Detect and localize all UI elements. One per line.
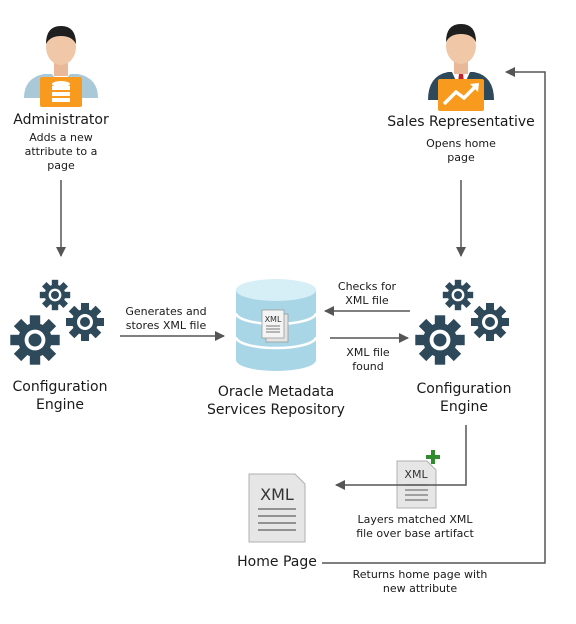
repository-line2: Services Repository	[207, 402, 345, 418]
new-xml-doc-label: XML	[404, 468, 428, 481]
config-engine-left-line1: Configuration	[12, 379, 108, 395]
gear-icon	[415, 279, 509, 365]
sales-rep-title: Sales Representative	[387, 114, 535, 130]
layers-label-line1: Layers matched XML	[357, 513, 473, 526]
database-icon: XML	[234, 279, 318, 371]
administrator-action-line3: page	[47, 159, 75, 172]
repository-line1: Oracle Metadata	[217, 384, 335, 400]
layers-label-line2: file over base artifact	[356, 527, 474, 540]
sales-rep-icon	[428, 24, 494, 111]
xml-file-icon: XML	[396, 460, 437, 509]
home-doc-label: XML	[260, 485, 294, 504]
checks-label-line1: Checks for	[337, 280, 397, 293]
sales-rep-action-line2: page	[447, 151, 475, 164]
generates-label-line2: stores XML file	[125, 319, 207, 332]
config-engine-right-line1: Configuration	[416, 381, 512, 397]
found-label-line1: XML file	[346, 346, 390, 359]
layers-arrow	[335, 425, 467, 490]
sales-rep-action-line1: Opens home	[426, 137, 496, 150]
administrator-icon	[24, 26, 98, 107]
returns-label-line1: Returns home page with	[352, 568, 488, 581]
generates-label-line1: Generates and	[125, 305, 207, 318]
config-engine-left-line2: Engine	[36, 397, 84, 413]
plus-icon	[426, 450, 440, 464]
administrator-action-line1: Adds a new	[29, 131, 93, 144]
repo-doc-label: XML	[265, 315, 282, 324]
config-engine-right-line2: Engine	[440, 399, 488, 415]
found-label-line2: found	[352, 360, 384, 373]
checks-label-line2: XML file	[345, 294, 389, 307]
returns-arrow	[322, 67, 546, 564]
gear-icon	[10, 279, 104, 365]
home-page-doc-icon: XML	[248, 473, 306, 543]
administrator-title: Administrator	[13, 112, 109, 128]
returns-label-line2: new attribute	[382, 582, 458, 595]
home-page-title: Home Page	[237, 554, 317, 570]
administrator-action-line2: attribute to a	[24, 145, 98, 158]
